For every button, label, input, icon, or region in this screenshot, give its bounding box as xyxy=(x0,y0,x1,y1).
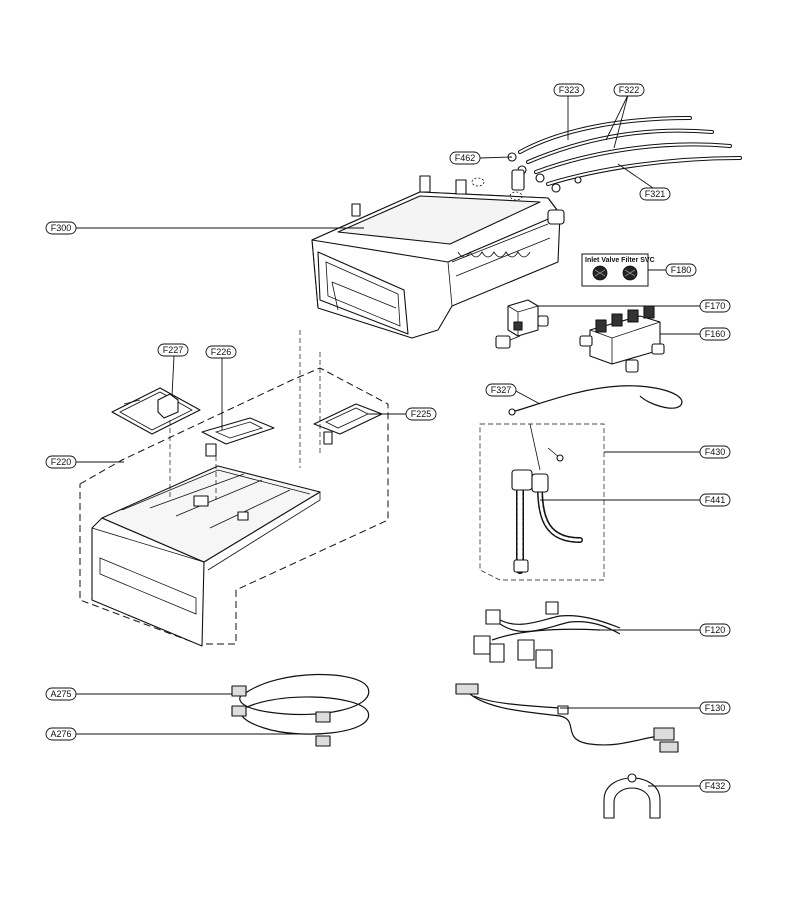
inlet-valve-filter-kit: Inlet Valve Filter SVC xyxy=(581,253,655,287)
label-F225: F225 xyxy=(405,407,437,421)
label-A276: A276 xyxy=(45,727,77,741)
label-F321-text: F321 xyxy=(645,189,666,199)
wire-harness-lower xyxy=(455,683,679,753)
label-F432: F432 xyxy=(699,779,731,793)
label-F430: F430 xyxy=(699,445,731,459)
inlet-hoses xyxy=(507,116,742,193)
label-F170: F170 xyxy=(699,299,731,313)
inlet-valve-filter-title: Inlet Valve Filter SVC xyxy=(585,257,655,264)
wire-harness-upper xyxy=(473,601,621,669)
dispenser-housing xyxy=(311,175,565,339)
label-F322-text: F322 xyxy=(619,85,640,95)
air-vent-tube xyxy=(508,385,683,416)
label-F323-text: F323 xyxy=(559,85,580,95)
drawer-assembly xyxy=(79,367,389,647)
label-F160-text: F160 xyxy=(705,329,726,339)
label-F430-text: F430 xyxy=(705,447,726,457)
label-F321: F321 xyxy=(639,187,671,201)
label-F220-text: F220 xyxy=(51,457,72,467)
label-F160: F160 xyxy=(699,327,731,341)
label-F300: F300 xyxy=(45,221,77,235)
label-F120-text: F120 xyxy=(705,625,726,635)
label-F170-text: F170 xyxy=(705,301,726,311)
label-F441-text: F441 xyxy=(705,495,726,505)
label-F227: F227 xyxy=(157,343,189,357)
rinse-cover xyxy=(201,417,275,457)
label-F130-text: F130 xyxy=(705,703,726,713)
label-F462: F462 xyxy=(449,151,481,165)
leader-lines xyxy=(76,94,700,787)
label-F180: F180 xyxy=(665,263,697,277)
hose-clamp xyxy=(603,773,661,819)
cable-assembly xyxy=(231,673,370,747)
label-F227-text: F227 xyxy=(163,345,184,355)
single-inlet-valve xyxy=(495,299,549,349)
label-F441: F441 xyxy=(699,493,731,507)
softener-cover xyxy=(313,403,383,445)
label-F300-text: F300 xyxy=(51,223,72,233)
drain-hose-assembly xyxy=(479,423,605,581)
label-F323: F323 xyxy=(553,83,585,97)
label-F120: F120 xyxy=(699,623,731,637)
siphon-cap xyxy=(111,387,201,435)
label-A275-text: A275 xyxy=(50,689,71,699)
label-F327-text: F327 xyxy=(491,385,512,395)
label-F226-text: F226 xyxy=(211,347,232,357)
label-F180-text: F180 xyxy=(671,265,692,275)
label-A275: A275 xyxy=(45,687,77,701)
label-F220: F220 xyxy=(45,455,77,469)
label-F432-text: F432 xyxy=(705,781,726,791)
label-F322: F322 xyxy=(613,83,645,97)
label-F226: F226 xyxy=(205,345,237,359)
label-F225-text: F225 xyxy=(411,409,432,419)
label-A276-text: A276 xyxy=(50,729,71,739)
label-F130: F130 xyxy=(699,701,731,715)
label-F462-text: F462 xyxy=(455,153,476,163)
label-F327: F327 xyxy=(485,383,517,397)
multi-inlet-valve xyxy=(579,305,665,373)
